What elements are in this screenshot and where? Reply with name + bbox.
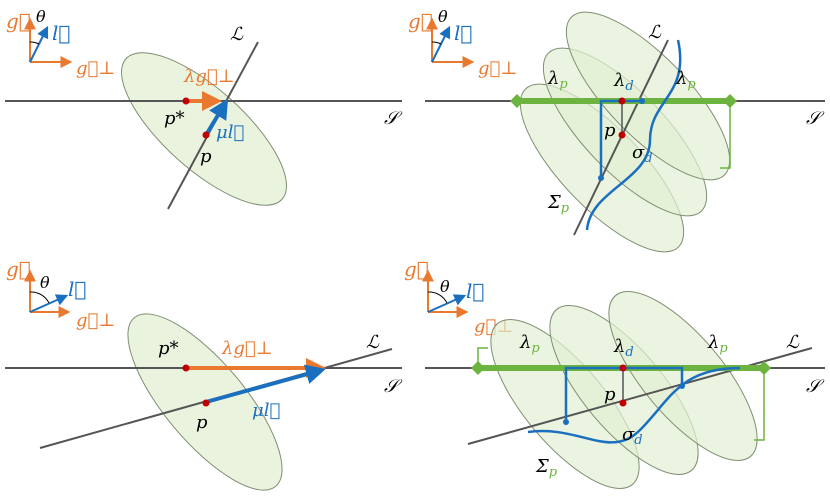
sigma-bound-point xyxy=(598,175,604,181)
line-L xyxy=(467,347,813,445)
point-p-star xyxy=(182,364,190,372)
Sigma-p-label: Σp xyxy=(547,192,570,216)
lambda-g-perp-label: λg⃗⊥ xyxy=(183,66,235,87)
range-connector xyxy=(754,368,765,441)
axes-icon: g⃗ θ l⃗ g⃗⊥ xyxy=(408,7,517,79)
lambda-p-label: λp xyxy=(547,68,568,92)
point-lambda-d xyxy=(618,97,626,105)
g-vector-label: g⃗ xyxy=(6,9,31,33)
lambda-p-label: λp xyxy=(519,332,540,356)
point-p xyxy=(202,131,210,139)
Sigma-p-label: Σp xyxy=(535,456,558,480)
theta-label: θ xyxy=(440,277,450,296)
theta-label: θ xyxy=(36,7,46,26)
p-label: p xyxy=(604,120,616,141)
g-vector-label: g⃗ xyxy=(404,257,429,281)
panel-bottom-left: g⃗ θ l⃗ g⃗⊥ ℒ 𝒮 p* λg⃗⊥ μl⃗ p xyxy=(5,257,403,491)
g-perp-label: g⃗⊥ xyxy=(478,58,517,79)
p-star-label: p* xyxy=(158,338,179,359)
p-star-label: p* xyxy=(164,108,185,129)
L-label: ℒ xyxy=(366,332,380,353)
p-label: p xyxy=(200,146,212,167)
range-connector xyxy=(720,101,731,169)
L-label: ℒ xyxy=(230,24,244,45)
sigma-bound-point xyxy=(639,98,645,104)
point-p xyxy=(202,399,210,407)
L-label: ℒ xyxy=(786,332,800,353)
theta-label: θ xyxy=(40,273,50,292)
lambda-g-perp-label: λg⃗⊥ xyxy=(221,338,273,359)
mu-l-label: μl⃗ xyxy=(216,122,244,143)
p-label: p xyxy=(196,412,208,433)
sigma-bound-point xyxy=(563,419,569,425)
sigma-bracket xyxy=(599,99,642,178)
range-endpoint-left xyxy=(510,94,524,108)
sigma-curve xyxy=(585,39,682,231)
S-label: 𝒮 xyxy=(806,108,825,129)
lambda-d-label: λd xyxy=(613,336,634,360)
sigma-curve xyxy=(527,366,741,444)
sigma-bound-point xyxy=(679,383,685,389)
S-label: 𝒮 xyxy=(384,108,403,129)
l-vector-label: l⃗ xyxy=(52,21,70,45)
l-vector-label: l⃗ xyxy=(466,279,484,303)
lambda-p-label: λp xyxy=(675,68,696,92)
point-p xyxy=(618,131,626,139)
range-connector xyxy=(477,347,488,368)
distribution-ellipse xyxy=(121,52,287,206)
g-vector-label: g⃗ xyxy=(6,257,31,281)
panel-top-right: g⃗ θ l⃗ g⃗⊥ ℒ 𝒮 λp λp λd p σd Σp xyxy=(408,7,825,253)
L-label: ℒ xyxy=(648,22,662,43)
lambda-p-label: λp xyxy=(707,332,728,356)
sigma-d-label: σd xyxy=(622,424,643,448)
S-label: 𝒮 xyxy=(806,376,825,397)
lambda-d-label: λd xyxy=(613,70,634,94)
S-label: 𝒮 xyxy=(384,376,403,397)
theta-label: θ xyxy=(438,7,448,26)
l-vector-label: l⃗ xyxy=(68,277,86,301)
distribution-ellipse xyxy=(127,313,283,491)
panel-top-left: g⃗ θ l⃗ g⃗⊥ ℒ 𝒮 λg⃗⊥ p* μl⃗ p xyxy=(5,7,403,210)
mu-l-arrow xyxy=(204,98,229,137)
g-vector-label: g⃗ xyxy=(408,9,433,33)
g-perp-label: g⃗⊥ xyxy=(76,58,115,79)
point-lambda-d xyxy=(619,364,627,372)
mu-l-arrow xyxy=(205,364,326,404)
distribution-ellipse xyxy=(565,11,731,181)
point-p-star xyxy=(182,97,190,105)
panel-bottom-right: g⃗ θ l⃗ g⃗⊥ ℒ 𝒮 λp λp λd p σd Σp xyxy=(404,257,825,489)
point-p xyxy=(619,399,627,407)
l-vector-label: l⃗ xyxy=(454,21,472,45)
p-label: p xyxy=(604,384,616,405)
g-perp-label: g⃗⊥ xyxy=(76,310,115,331)
sigma-d-label: σd xyxy=(632,142,653,166)
axes-icon: g⃗ θ l⃗ g⃗⊥ xyxy=(6,7,115,79)
axes-icon: g⃗ θ l⃗ g⃗⊥ xyxy=(6,257,115,331)
mu-l-label: μl⃗ xyxy=(252,400,280,421)
